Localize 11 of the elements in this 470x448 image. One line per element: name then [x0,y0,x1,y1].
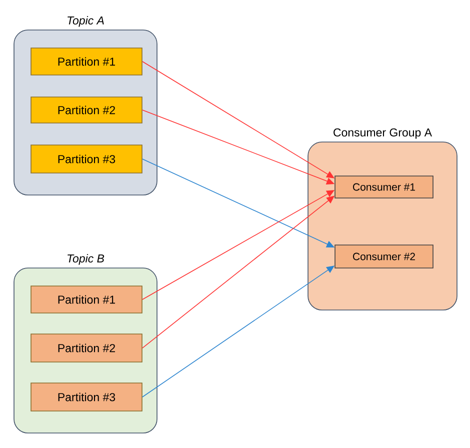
consumer-box: Consumer #2 [334,244,434,268]
partition-box: Partition #2 [30,334,142,362]
partition-box: Partition #1 [30,48,142,76]
group-title: Consumer Group A [334,128,432,139]
partition-box: Partition #1 [30,286,142,314]
partition-box: Partition #3 [30,144,142,174]
consumer-box: Consumer #1 [334,176,434,198]
partition-box: Partition #2 [30,96,142,124]
partition-box: Partition #3 [30,382,142,412]
group-title: Topic A [68,16,104,27]
group-title: Topic B [68,254,104,265]
